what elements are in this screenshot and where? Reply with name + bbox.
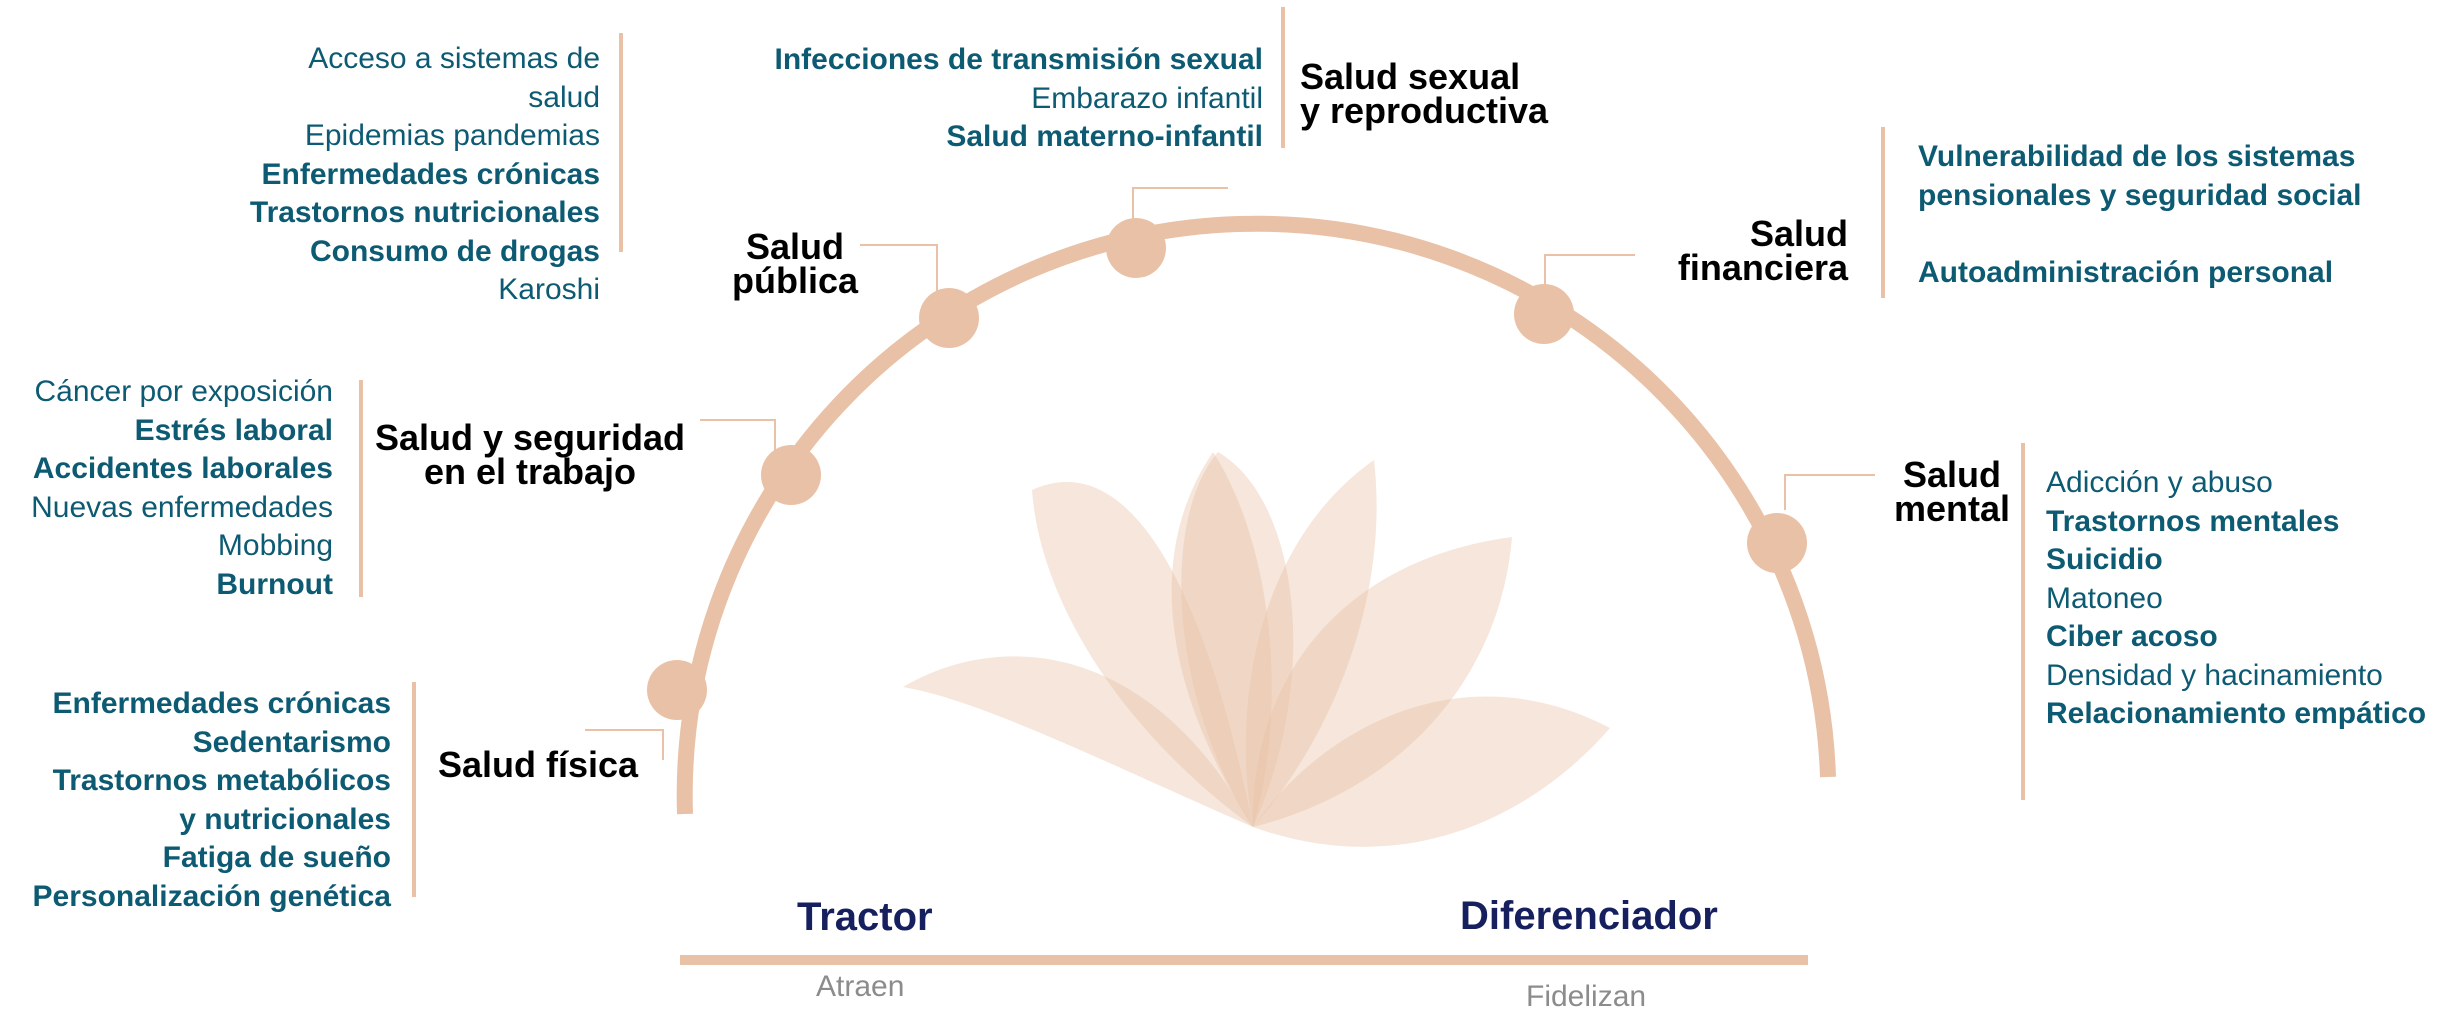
- category-label: Salud física: [438, 744, 639, 785]
- node-financiera: [1514, 284, 1574, 344]
- node-trabajo: [761, 445, 821, 505]
- label-diferenciador: Diferenciador: [1460, 894, 1718, 938]
- node-publica: [919, 288, 979, 348]
- main-arc: [676, 215, 1836, 815]
- node-sexual: [1106, 218, 1166, 278]
- category-salud-sexual: Salud sexual y reproductiva: [1300, 56, 1549, 131]
- category-label: y reproductiva: [1300, 90, 1549, 131]
- category-label: Salud: [1749, 213, 1848, 254]
- category-label: Salud y seguridad: [374, 417, 686, 458]
- list-item: Trastornos mentales: [2046, 504, 2340, 538]
- category-label: mental: [1893, 488, 2010, 529]
- list-item: Nuevas enfermedades: [31, 490, 333, 524]
- label-tractor: Tractor: [797, 895, 933, 939]
- list-item: Matoneo: [2046, 581, 2163, 615]
- node-mental: [1747, 513, 1807, 573]
- connector-publica: [860, 244, 938, 295]
- lotus-petal: [903, 656, 1253, 827]
- connector-sexual: [1132, 187, 1228, 225]
- category-label: financiera: [1677, 247, 1848, 288]
- connector-financiera: [1544, 254, 1635, 290]
- lotus-petal: [1171, 452, 1272, 827]
- list-item: Densidad y hacinamiento: [2046, 658, 2383, 692]
- category-label: Salud sexual: [1300, 56, 1521, 97]
- list-item: Ciber acoso: [2046, 620, 2218, 653]
- list-item: salud: [528, 80, 600, 114]
- category-label: en el trabajo: [423, 451, 637, 492]
- node-fisica: [647, 660, 707, 720]
- list-item: Embarazo infantil: [1031, 81, 1263, 115]
- list-item: pensionales y seguridad social: [1918, 178, 2362, 212]
- category-salud-fisica: Salud física: [438, 744, 639, 785]
- list-item: Estrés laboral: [134, 413, 333, 447]
- lotus-flower: [903, 452, 1610, 847]
- list-item: Consumo de drogas: [309, 234, 600, 268]
- list-item: Burnout: [216, 567, 333, 601]
- label-atraen: Atraen: [816, 970, 905, 1003]
- list-item: Autoadministración personal: [1918, 255, 2334, 289]
- list-item: Enfermedades crónicas: [261, 157, 600, 191]
- category-label: Salud: [1902, 454, 2001, 495]
- connector-lines: [585, 187, 1875, 760]
- category-salud-mental: Salud mental: [1893, 454, 2010, 529]
- lotus-petal: [1245, 460, 1377, 827]
- list-item: Acceso a sistemas de: [308, 42, 600, 75]
- category-salud-publica: Salud pública: [730, 226, 860, 301]
- list-item: Infecciones de transmisión sexual: [774, 43, 1263, 76]
- list-item: Mobbing: [217, 529, 333, 562]
- list-item: Trastornos nutricionales: [249, 196, 600, 229]
- connector-fisica: [585, 729, 664, 760]
- category-label: Salud: [745, 226, 844, 267]
- bottom-bar: [680, 955, 1808, 965]
- list-item: Salud materno-infantil: [946, 120, 1263, 153]
- list-item: Trastornos metabólicos: [52, 764, 391, 797]
- list-item: y nutricionales: [179, 802, 391, 836]
- category-label: pública: [731, 260, 859, 301]
- arc-nodes: [647, 218, 1807, 720]
- lotus-petal: [1181, 452, 1294, 827]
- list-item: Sedentarismo: [192, 725, 391, 759]
- list-item: Personalización genética: [32, 879, 391, 913]
- connector-mental: [1784, 474, 1875, 510]
- list-item: Cáncer por exposición: [34, 375, 334, 408]
- category-salud-financiera: Salud financiera: [1677, 213, 1848, 288]
- lotus-petal: [1032, 482, 1253, 827]
- separator-lines: [359, 7, 2025, 897]
- list-item: Epidemias pandemias: [304, 119, 600, 152]
- list-item: Suicidio: [2046, 543, 2163, 576]
- list-item: Enfermedades crónicas: [52, 687, 391, 720]
- label-fidelizan: Fidelizan: [1526, 980, 1647, 1013]
- list-item: [1918, 215, 2362, 254]
- list-item: Vulnerabilidad de los sistemas: [1918, 140, 2356, 173]
- category-salud-trabajo: Salud y seguridad en el trabajo: [370, 417, 690, 492]
- list-item: Adicción y abuso: [2046, 466, 2273, 499]
- lotus-petal: [1252, 537, 1512, 827]
- list-item: Karoshi: [498, 273, 600, 306]
- lotus-petal: [1253, 696, 1610, 847]
- list-item: Relacionamiento empático: [2046, 697, 2427, 730]
- list-item: Accidentes laborales: [32, 452, 333, 485]
- list-item: Fatiga de sueño: [162, 841, 391, 874]
- list-salud-financiera: Vulnerabilidad de los sistemas pensionale…: [1918, 138, 2362, 292]
